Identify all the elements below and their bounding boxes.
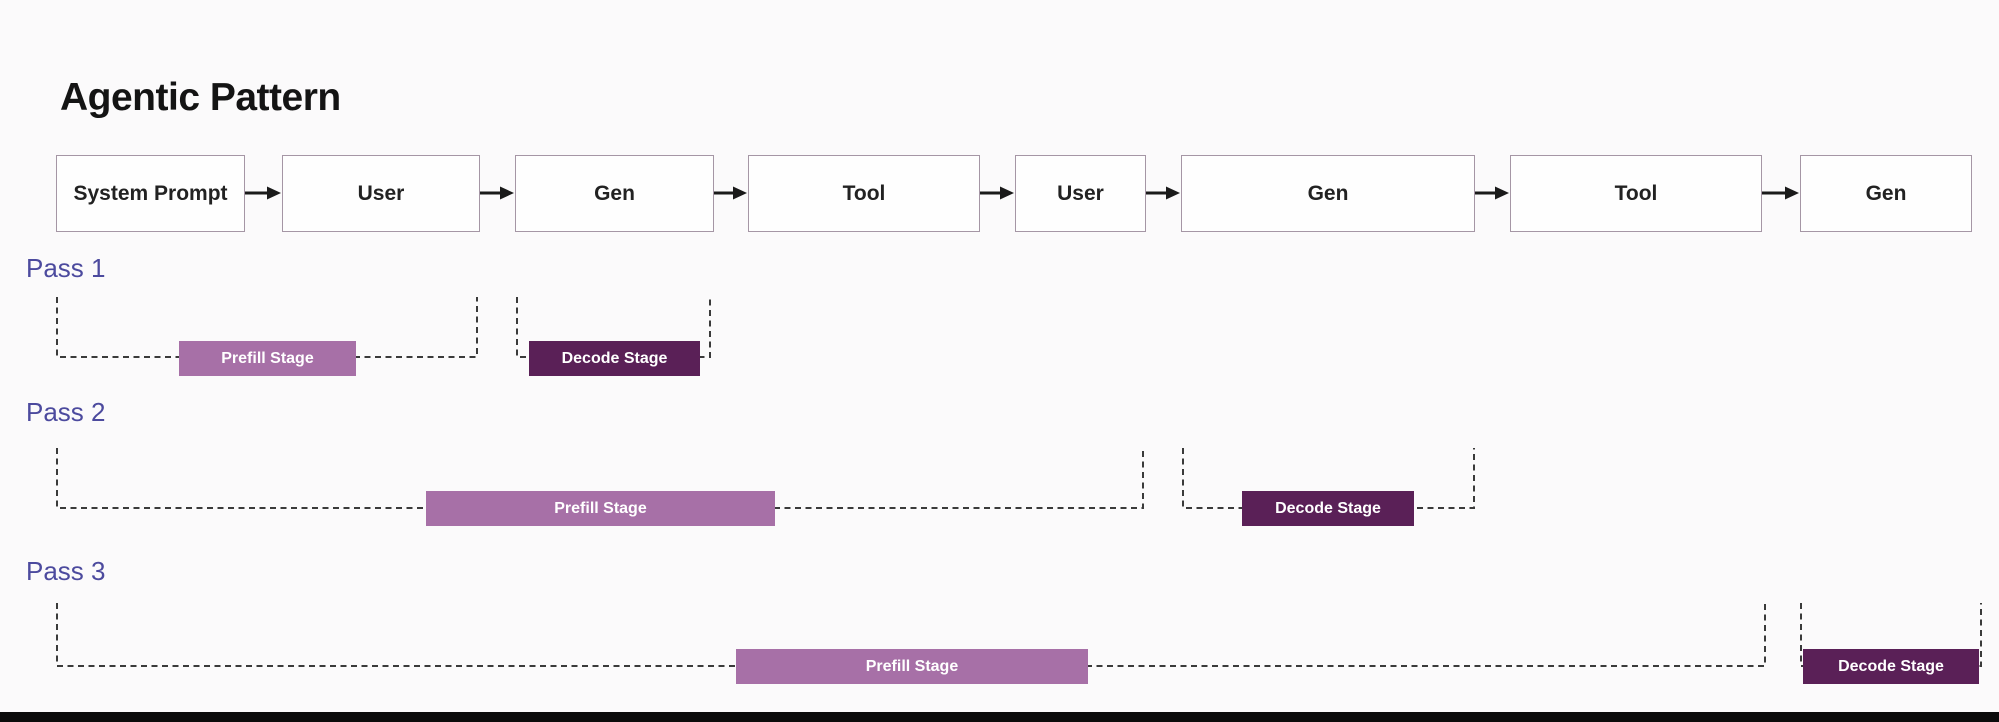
- pass3-label: Pass 3: [26, 556, 106, 586]
- pass3-prefill-stage-chip: Prefill Stage: [736, 649, 1088, 684]
- flow-box-user-1: User: [282, 155, 480, 232]
- flow-box-user-2: User: [1015, 155, 1146, 232]
- flow-arrow-icon: [480, 186, 514, 200]
- flow-arrow-icon: [1762, 186, 1799, 200]
- pass1-label: Pass 1: [26, 253, 106, 283]
- flow-arrow-icon: [1475, 186, 1509, 200]
- flow-arrow-icon: [980, 186, 1014, 200]
- pass2-prefill-stage-chip: Prefill Stage: [426, 491, 775, 526]
- pass1-prefill-bracket: [56, 297, 478, 358]
- flow-box-gen-1: Gen: [515, 155, 714, 232]
- pass1-prefill-stage-chip: Prefill Stage: [179, 341, 356, 376]
- flow-box-gen-2: Gen: [1181, 155, 1475, 232]
- page-title: Agentic Pattern: [60, 76, 341, 119]
- flow-box-tool-1: Tool: [748, 155, 980, 232]
- flow-box-tool-2: Tool: [1510, 155, 1762, 232]
- flow-arrow-icon: [714, 186, 747, 200]
- flow-box-system-prompt: System Prompt: [56, 155, 245, 232]
- flow-box-gen-3: Gen: [1800, 155, 1972, 232]
- flow-arrow-icon: [245, 186, 281, 200]
- flow-arrow-icon: [1146, 186, 1180, 200]
- pass3-decode-stage-chip: Decode Stage: [1803, 649, 1979, 684]
- pass2-decode-stage-chip: Decode Stage: [1242, 491, 1414, 526]
- pass2-label: Pass 2: [26, 397, 106, 427]
- pass1-decode-stage-chip: Decode Stage: [529, 341, 700, 376]
- bottom-accent-bar: [0, 712, 1999, 722]
